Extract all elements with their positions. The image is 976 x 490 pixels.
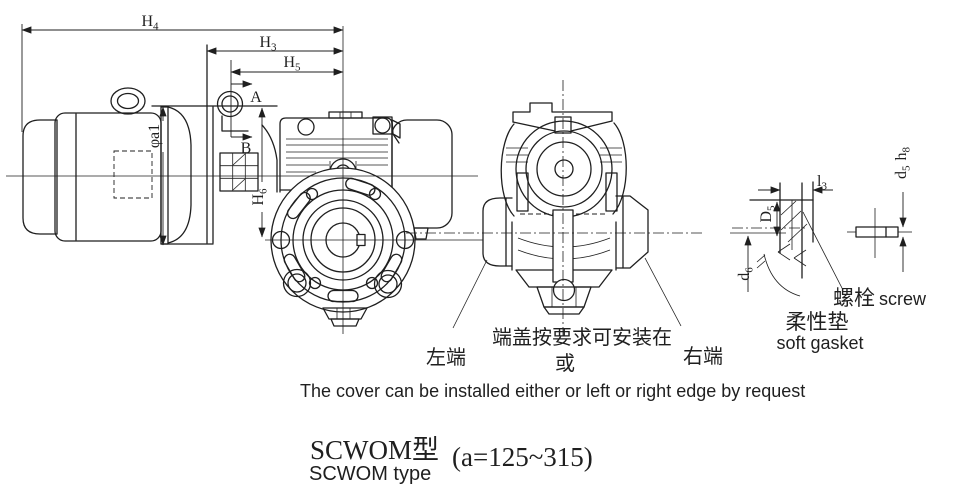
note-cover-en: The cover can be installed either or lef…	[300, 381, 805, 401]
input-bell	[500, 120, 627, 218]
title-model-en: SCWOM type	[309, 463, 431, 485]
dim-label-b: B	[241, 140, 252, 157]
bolt-boss-right	[374, 117, 391, 134]
leader-soft-gasket	[802, 211, 844, 291]
bolt-boss-left	[297, 118, 315, 136]
leader-left-end	[452, 259, 488, 329]
soft-gasket-label-zh: 柔性垫	[786, 310, 849, 334]
lower-body	[511, 209, 617, 315]
adapter-eyebolt	[216, 90, 244, 118]
screw-detail: d5h8 螺栓 screw	[833, 147, 927, 311]
dimensions-gasket: l3 D5 d6	[736, 173, 833, 292]
flange-foot	[322, 307, 368, 327]
note-left-end: 左端	[426, 346, 466, 369]
title-block: SCWOM型 SCWOM type (a=125~315)	[309, 435, 593, 485]
dimensions-side-view: H4 H3 H5 A B H6 φa1	[21, 13, 344, 246]
terminal-box	[219, 152, 259, 192]
dim-label-D5: D5	[758, 205, 778, 223]
terminal-box-hidden	[113, 150, 153, 199]
leader-right-end	[644, 257, 682, 327]
title-range: (a=125~315)	[452, 442, 593, 472]
right-end-cover	[615, 195, 649, 269]
adapter-flange	[151, 44, 278, 245]
motor	[22, 87, 162, 242]
dimensions-screw: d5h8	[893, 147, 913, 272]
soft-gasket-detail: l3 D5 d6 柔性垫 soft gasket	[730, 173, 864, 353]
end-view	[406, 80, 704, 336]
note-or: 或	[555, 352, 575, 375]
screw-label-en: screw	[879, 289, 927, 309]
dim-label-a: A	[250, 89, 262, 106]
dim-label-phi-a1: φa1	[146, 124, 163, 148]
dim-label-l3: l3	[817, 173, 827, 193]
note-cover-zh: 端盖按要求可安装在	[492, 326, 672, 349]
side-view: H4 H3 H5 A B H6 φa1	[6, 13, 483, 334]
dim-label-h6: H6	[250, 188, 270, 206]
top-cap	[512, 102, 613, 134]
left-end-cover	[482, 197, 513, 267]
title-model-zh: SCWOM型	[310, 435, 439, 465]
note-right-end: 右端	[683, 345, 723, 368]
screw-label-zh: 螺栓	[833, 286, 875, 310]
soft-gasket-label-en: soft gasket	[776, 333, 863, 353]
motor-eyebolt	[110, 87, 146, 115]
annotations: 左端 端盖按要求可安装在 或 右端 The cover can be insta…	[300, 326, 805, 401]
dim-label-h5: H5	[283, 54, 301, 74]
dim-label-h3: H3	[259, 34, 277, 54]
dim-label-h4: H4	[141, 13, 159, 33]
dim-label-d6: d6	[736, 267, 756, 281]
dim-label-d5-h8: d5h8	[893, 147, 913, 180]
